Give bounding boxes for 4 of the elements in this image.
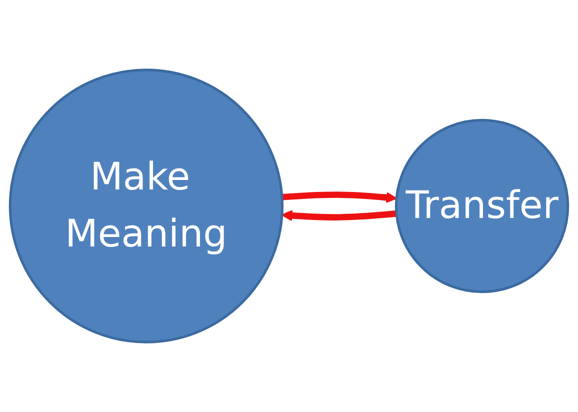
node-circle: Transfer — [394, 118, 570, 294]
arrow — [282, 192, 398, 204]
node-circle: Make Meaning — [8, 68, 284, 344]
arrow — [281, 210, 397, 222]
